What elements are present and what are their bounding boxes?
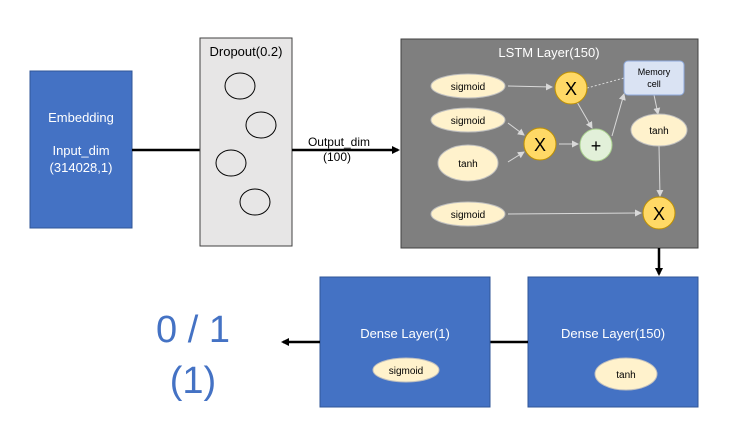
dropout-neuron-3	[215, 149, 247, 177]
lstm-tanh-input	[437, 144, 499, 182]
output-dim-value: (100)	[323, 150, 351, 164]
lstm-memory-cell-line1: Memory	[638, 67, 671, 77]
lstm-block: LSTM Layer(150) sigmoid sigmoid tanh sig…	[400, 38, 699, 249]
dropout-neuron-4	[239, 188, 271, 216]
embedding-input-value: (314028,1)	[50, 160, 113, 175]
dense150-activation-label: tanh	[616, 370, 635, 381]
lstm-multiply-op-2	[523, 127, 557, 161]
dense150-block: Dense Layer(150) tanh	[527, 276, 699, 408]
dense1-block: Dense Layer(1) sigmoid	[319, 276, 491, 408]
lstm-sigmoid-gate-1	[430, 73, 506, 99]
lstm-sigmoid-gate-2	[430, 107, 506, 133]
dense1-activation-label: sigmoid	[389, 366, 423, 377]
embedding-title: Embedding	[48, 110, 114, 125]
embedding-block: Embedding Input_dim (314028,1)	[29, 70, 133, 229]
lstm-sigmoid-gate-3	[430, 201, 506, 227]
lstm-sigmoid-gate-3-label: sigmoid	[451, 210, 485, 221]
lstm-title: LSTM Layer(150)	[498, 45, 599, 60]
dense1-title: Dense Layer(1)	[360, 326, 450, 341]
embedding-input-label: Input_dim	[52, 143, 109, 158]
dropout-block: Dropout(0.2)	[199, 37, 293, 247]
lstm-add-op-label: +	[591, 136, 602, 156]
lstm-add-op	[579, 128, 613, 162]
lstm-sigmoid-gate-1-label: sigmoid	[451, 82, 485, 93]
output-dim-label: Output_dim	[308, 135, 370, 149]
dropout-neuron-2	[245, 111, 277, 139]
lstm-tanh-output	[630, 113, 688, 147]
lstm-multiply-op-1-label: X	[565, 79, 577, 99]
lstm-sigmoid-gate-2-label: sigmoid	[451, 116, 485, 127]
lstm-multiply-op-3	[642, 196, 676, 230]
lstm-tanh-input-label: tanh	[458, 159, 477, 170]
lstm-memory-cell	[623, 60, 685, 96]
dropout-title: Dropout(0.2)	[210, 44, 283, 59]
output-shape: (1)	[170, 360, 216, 402]
lstm-multiply-op-1	[554, 71, 588, 105]
dense150-title: Dense Layer(150)	[561, 326, 665, 341]
dropout-neuron-1	[224, 72, 256, 100]
lstm-memory-cell-line2: cell	[647, 79, 661, 89]
output-label: 0 / 1	[156, 309, 230, 351]
lstm-multiply-op-2-label: X	[534, 135, 546, 155]
dense150-activation	[594, 357, 658, 391]
lstm-internal-connections	[507, 77, 664, 217]
lstm-multiply-op-3-label: X	[653, 204, 665, 224]
lstm-tanh-output-label: tanh	[649, 126, 668, 137]
dense1-activation	[372, 357, 440, 383]
